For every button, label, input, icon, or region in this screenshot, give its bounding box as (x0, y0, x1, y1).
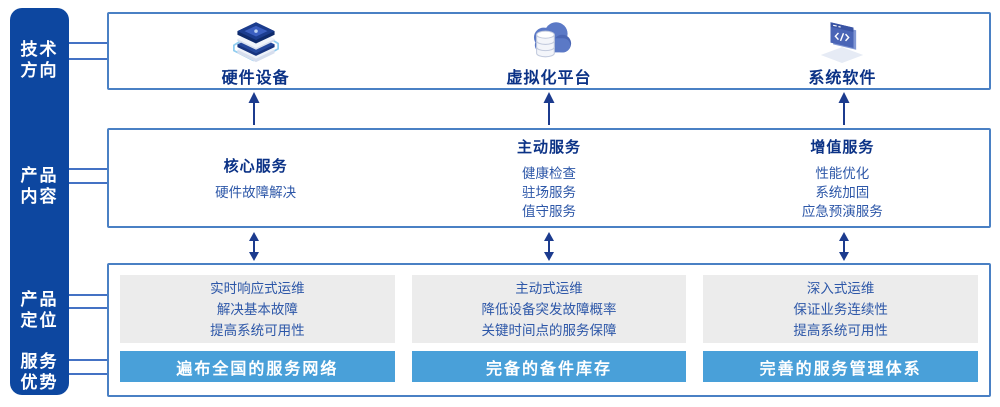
sidebar-label-line: 内容 (20, 187, 59, 206)
double-arrow-icon (107, 231, 402, 261)
service-item: 值守服务 (521, 203, 576, 219)
positioning-panel: 实时响应式运维 解决基本故障 提高系统可用性 (120, 275, 395, 343)
sidebar-label-line: 方向 (20, 61, 59, 80)
double-arrow-icon (402, 231, 697, 261)
service-title: 核心服务 (223, 157, 288, 175)
sidebar-label-line: 定位 (20, 311, 59, 330)
positioning-item: 保证业务连续性 (793, 301, 888, 317)
positioning-column-proactive: 主动式运维 降低设备突发故障概率 关键时间点的服务保障 完备的备件库存 (411, 275, 687, 382)
positioning-item: 解决基本故障 (216, 301, 298, 317)
positioning-item: 主动式运维 (515, 280, 583, 296)
tech-label-software: 系统软件 (808, 69, 877, 87)
tech-column-software: 系统软件 (696, 14, 989, 88)
positioning-item: 关键时间点的服务保障 (481, 322, 617, 338)
positioning-item: 提高系统可用性 (210, 322, 305, 338)
sidebar-label-product-content: 产品 内容 (10, 165, 69, 207)
connector-line (69, 294, 107, 296)
service-item: 驻场服务 (521, 184, 576, 200)
hardware-stack-icon (227, 15, 285, 63)
product-content-box: 核心服务 硬件故障解决 主动服务 健康检查 驻场服务 值守服务 增值服务 性能优… (107, 128, 991, 228)
service-item: 健康检查 (521, 165, 576, 181)
advantage-bar: 完善的服务管理体系 (703, 351, 979, 382)
service-item: 硬件故障解决 (215, 184, 297, 200)
category-sidebar: 技术 方向 产品 内容 产品 定位 服务 优势 (10, 8, 69, 395)
tech-direction-box: 硬件设备 虚拟化平台 (107, 12, 991, 90)
service-column-active: 主动服务 健康检查 驻场服务 值守服务 (402, 130, 695, 226)
sidebar-label-line: 优势 (20, 373, 59, 392)
double-arrow-icon (696, 231, 991, 261)
sidebar-label-service-advantage: 服务 优势 (10, 351, 69, 393)
tech-label-hardware: 硬件设备 (221, 69, 290, 87)
sidebar-label-line: 产品 (20, 290, 59, 309)
arrow-row-up (107, 91, 991, 127)
tech-column-virtualization: 虚拟化平台 (402, 14, 695, 88)
service-title: 增值服务 (810, 138, 875, 156)
positioning-item: 实时响应式运维 (210, 280, 305, 296)
sidebar-label-line: 产品 (20, 166, 59, 185)
sidebar-label-line: 技术 (20, 40, 59, 59)
sidebar-label-tech-direction: 技术 方向 (10, 39, 69, 81)
up-arrow-icon (107, 91, 402, 127)
connector-line (69, 58, 107, 60)
up-arrow-icon (696, 91, 991, 127)
service-item: 系统加固 (815, 184, 870, 200)
cloud-database-icon (520, 15, 578, 63)
service-title: 主动服务 (516, 138, 581, 156)
positioning-column-indepth: 深入式运维 保证业务连续性 提高系统可用性 完善的服务管理体系 (703, 275, 979, 382)
connector-line (69, 42, 107, 44)
positioning-panel: 深入式运维 保证业务连续性 提高系统可用性 (703, 275, 979, 343)
service-column-core: 核心服务 硬件故障解决 (109, 130, 402, 226)
code-window-icon (813, 15, 871, 63)
service-item: 应急预演服务 (801, 203, 883, 219)
arrow-row-double (107, 231, 991, 261)
positioning-item: 降低设备突发故障概率 (481, 301, 617, 317)
connector-line (69, 373, 107, 375)
positioning-column-realtime: 实时响应式运维 解决基本故障 提高系统可用性 遍布全国的服务网络 (120, 275, 395, 382)
sidebar-label-line: 服务 (20, 352, 59, 371)
advantage-bar: 完备的备件库存 (411, 351, 687, 382)
tech-label-virtualization: 虚拟化平台 (506, 69, 592, 87)
sidebar-label-product-positioning: 产品 定位 (10, 289, 69, 331)
service-column-value-added: 增值服务 性能优化 系统加固 应急预演服务 (696, 130, 989, 226)
positioning-item: 提高系统可用性 (793, 322, 888, 338)
advantage-bar: 遍布全国的服务网络 (120, 351, 395, 382)
positioning-panel: 主动式运维 降低设备突发故障概率 关键时间点的服务保障 (411, 275, 687, 343)
connector-line (69, 168, 107, 170)
connector-line (69, 182, 107, 184)
connector-line (69, 359, 107, 361)
service-item: 性能优化 (815, 165, 870, 181)
up-arrow-icon (402, 91, 697, 127)
positioning-item: 深入式运维 (806, 280, 875, 296)
positioning-advantage-box: 实时响应式运维 解决基本故障 提高系统可用性 遍布全国的服务网络 主动式运维 降… (107, 263, 991, 397)
connector-line (69, 307, 107, 309)
tech-column-hardware: 硬件设备 (109, 14, 402, 88)
